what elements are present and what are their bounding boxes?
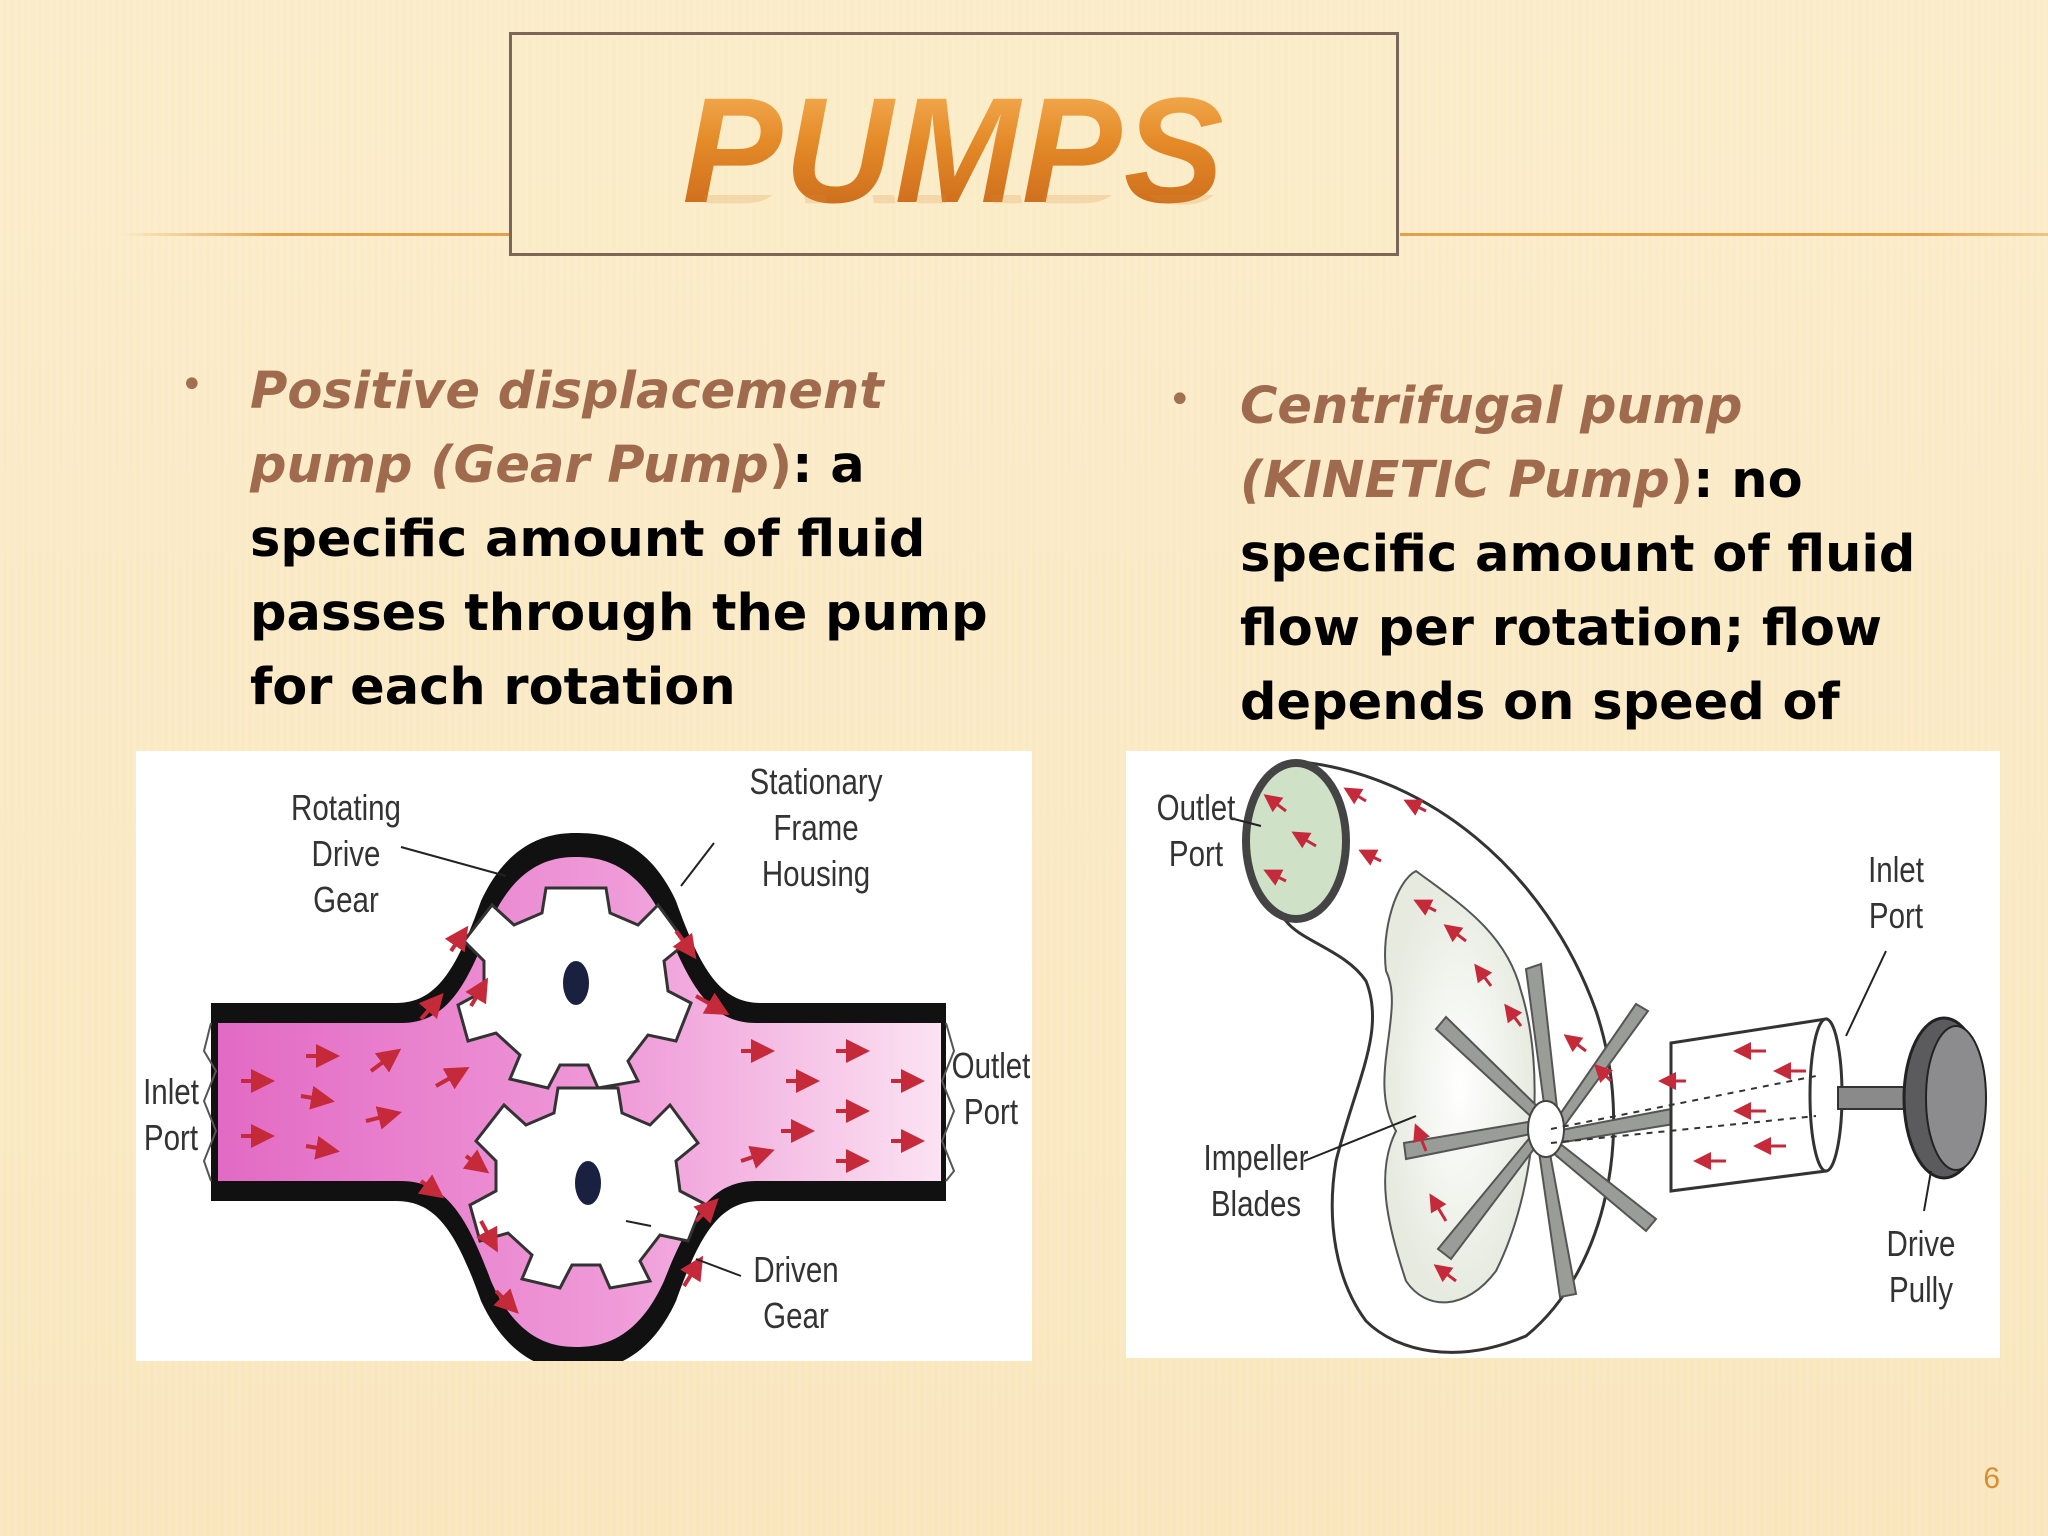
label-port: Port bbox=[963, 1091, 1019, 1132]
label-port: Port bbox=[143, 1117, 199, 1158]
label-inlet-port-centrifugal: Inlet Port bbox=[1855, 847, 1937, 939]
label-gear: Gear bbox=[313, 879, 379, 920]
label-drive: Drive bbox=[1886, 1223, 1956, 1264]
description-positive-displacement: : a specific amount of fluid passes thro… bbox=[250, 436, 988, 717]
label-stationary-frame-housing: Stationary Frame Housing bbox=[742, 759, 890, 897]
bullet-dot-left: • bbox=[180, 362, 204, 408]
label-drive-pully: Drive Pully bbox=[1876, 1221, 1966, 1313]
label-inlet-port-gear: Inlet Port bbox=[134, 1069, 208, 1161]
label-driven: Driven bbox=[753, 1249, 839, 1290]
label-outlet-port-gear: Outlet Port bbox=[946, 1043, 1036, 1135]
label-rotating-drive-gear: Rotating Drive Gear bbox=[289, 785, 404, 923]
driven-gear bbox=[468, 1086, 705, 1290]
bullet-centrifugal: Centrifugal pump (KINETIC Pump): no spec… bbox=[1240, 370, 1960, 735]
centrifugal-pump-illustration bbox=[1233, 759, 1987, 1354]
title-box: PUMPS PUMPS bbox=[509, 32, 1399, 256]
label-gear: Gear bbox=[763, 1295, 829, 1336]
label-stationary: Stationary bbox=[749, 761, 883, 802]
label-inlet: Inlet bbox=[1868, 849, 1924, 890]
label-impeller-blades: Impeller Blades bbox=[1199, 1135, 1314, 1227]
drive-gear bbox=[456, 886, 693, 1090]
term-centrifugal: Centrifugal pump (KINETIC Pump bbox=[1240, 377, 1743, 510]
label-driven-gear: Driven Gear bbox=[747, 1247, 845, 1339]
centrifugal-pump-diagram: Outlet Port Inlet Port Impeller Blades D… bbox=[1126, 751, 2000, 1358]
bullet-dot-right: • bbox=[1168, 377, 1192, 423]
label-outlet-port-centrifugal: Outlet Port bbox=[1155, 785, 1237, 877]
label-outlet: Outlet bbox=[1156, 787, 1236, 828]
gear-pump-illustration bbox=[202, 833, 956, 1361]
label-pully: Pully bbox=[1889, 1269, 1953, 1310]
title-rule-left bbox=[120, 233, 512, 236]
gear-pump-diagram: Rotating Drive Gear Stationary Frame Hou… bbox=[136, 751, 1032, 1361]
impeller bbox=[1402, 962, 1676, 1299]
term-close-left: ) bbox=[768, 436, 793, 495]
description-centrifugal: : no specific amount of fluid flow per r… bbox=[1240, 451, 1916, 732]
page-number: 6 bbox=[1983, 1462, 2000, 1495]
label-blades: Blades bbox=[1210, 1183, 1302, 1224]
label-housing: Housing bbox=[761, 853, 871, 894]
label-port: Port bbox=[1168, 833, 1224, 874]
title-rule-right bbox=[1400, 233, 2048, 236]
slide-title-reflection: PUMPS bbox=[512, 195, 1396, 227]
bullet-positive-displacement: Positive displacement pump (Gear Pump): … bbox=[250, 355, 990, 725]
label-outlet: Outlet bbox=[951, 1045, 1031, 1086]
label-port: Port bbox=[1868, 895, 1924, 936]
label-rotating: Rotating bbox=[291, 787, 401, 828]
label-inlet: Inlet bbox=[143, 1071, 199, 1112]
term-positive-displacement: Positive displacement pump (Gear Pump bbox=[250, 362, 884, 495]
label-frame: Frame bbox=[773, 807, 859, 848]
term-close-right: ) bbox=[1669, 451, 1694, 510]
label-impeller: Impeller bbox=[1203, 1137, 1309, 1178]
slide-title: PUMPS bbox=[512, 75, 1396, 225]
label-drive: Drive bbox=[311, 833, 381, 874]
